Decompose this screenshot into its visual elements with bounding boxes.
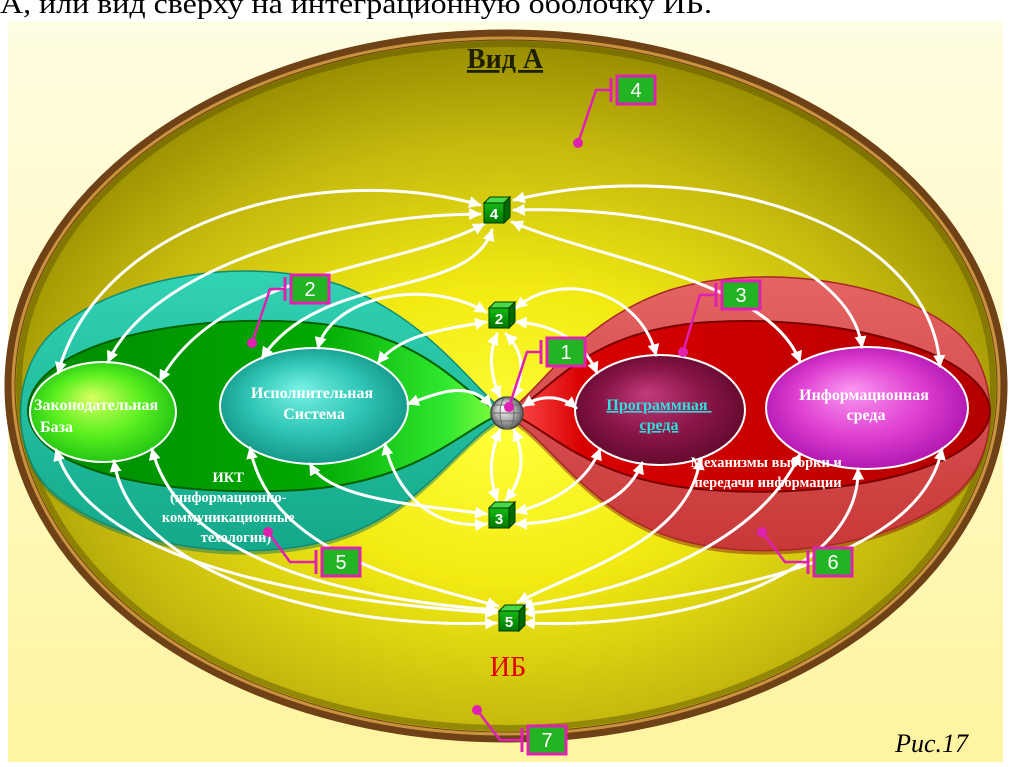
arrow-center-cube2-left xyxy=(487,332,502,399)
executive-system-label: Исполнительная Система xyxy=(251,385,377,423)
callout-number: 3 xyxy=(735,285,746,307)
arrow-cube4-executive xyxy=(260,228,495,360)
arrow-center-executive xyxy=(406,389,493,408)
ikt-line1: ИКТ xyxy=(212,470,244,486)
callout-box xyxy=(812,546,854,578)
ikt-line3: коммуникационные xyxy=(162,510,295,526)
ikt-label: ИКТ (информационно- коммуникационные тех… xyxy=(162,470,298,546)
outer-ring xyxy=(4,29,1008,743)
dot-left-lobe xyxy=(263,527,273,537)
ikt-line2: (информационно- xyxy=(170,490,287,506)
diagram-title: Вид А xyxy=(467,44,544,75)
arrow-cube5-program xyxy=(516,457,705,604)
callout-number: 4 xyxy=(630,80,641,102)
cube-bottom-number: 5 xyxy=(505,614,513,631)
callout-box xyxy=(720,279,762,311)
program-environment-label: Программная среда xyxy=(606,397,711,434)
callout-left-core: 2 xyxy=(283,273,331,305)
callout-box xyxy=(526,724,568,756)
arrow-center-program xyxy=(521,395,578,410)
callout-box xyxy=(545,336,587,368)
leader-outer-shell xyxy=(576,88,611,144)
mechanisms-label: Механизмы выборки и передачи информации xyxy=(691,455,846,491)
cube-upper-number: 2 xyxy=(495,311,503,328)
leader-right-core xyxy=(681,293,716,353)
callout-right-core: 3 xyxy=(714,279,762,311)
callout-outer-shell: 4 xyxy=(609,74,657,106)
dot-right-core xyxy=(678,347,688,357)
callout-box xyxy=(615,74,657,106)
cube-lower-number: 3 xyxy=(495,511,503,528)
connection-arrows xyxy=(53,184,946,630)
callout-center: 1 xyxy=(539,336,587,368)
arrow-center-cube2-right xyxy=(504,332,524,399)
executive-system-line2: Система xyxy=(283,406,345,423)
callout-number: 6 xyxy=(827,552,838,574)
executive-system-line1: Исполнительная xyxy=(251,385,374,402)
information-environment-line1: Информационная xyxy=(799,387,929,404)
leader-center xyxy=(507,350,541,408)
cube-top: 4 xyxy=(482,195,512,225)
leader-left-lobe xyxy=(266,531,316,564)
leader-right-lobe xyxy=(761,531,808,564)
callout-ring: 7 xyxy=(520,724,568,756)
leader-left-core xyxy=(250,287,285,344)
figure-label: Рис.17 xyxy=(894,729,969,758)
callout-box xyxy=(320,546,362,578)
dot-outer-shell xyxy=(573,138,583,148)
callout-right-lobe: 6 xyxy=(806,546,854,578)
callout-number: 7 xyxy=(541,730,552,752)
cube-upper: 2 xyxy=(487,300,517,330)
legislative-base-line1: Законодательная xyxy=(34,397,159,414)
dot-right-lobe xyxy=(757,527,767,537)
arrow-cube2-executive-right xyxy=(376,317,488,365)
callout-number: 1 xyxy=(560,342,571,364)
mechanisms-line1: Механизмы выборки и xyxy=(691,455,842,471)
dot-left-core xyxy=(247,338,257,348)
legislative-base-label: Законодательная База xyxy=(34,397,162,436)
mechanisms-line2: передачи информации xyxy=(694,475,841,491)
program-environment-line1: Программная xyxy=(606,397,708,414)
shell-inner-shadow xyxy=(16,41,996,731)
callout-left-lobe: 5 xyxy=(314,546,362,578)
outer-ring-highlight xyxy=(11,36,1001,736)
callout-number: 2 xyxy=(304,279,315,301)
ib-label: ИБ xyxy=(490,652,526,683)
callout-number: 5 xyxy=(335,552,346,574)
information-environment-line2: среда xyxy=(847,407,886,424)
arrow-cube2-executive-top xyxy=(314,292,488,350)
legislative-base-line2: База xyxy=(40,419,73,436)
dot-ring xyxy=(472,705,482,715)
top-caption: А, или вид сверху на интеграционную обол… xyxy=(0,0,712,20)
ikt-line4: техологии) xyxy=(201,530,272,546)
dot-center xyxy=(504,402,514,412)
arrow-cube2-program-top xyxy=(514,287,660,357)
cube-top-number: 4 xyxy=(490,206,499,223)
information-environment-label: Информационная среда xyxy=(799,387,933,424)
program-environment-line2: среда xyxy=(640,417,679,434)
cube-bottom: 5 xyxy=(497,603,527,633)
leader-ring xyxy=(476,709,522,742)
center-sphere xyxy=(490,396,524,430)
callout-box xyxy=(289,273,331,305)
arrow-cube4-information-left xyxy=(510,220,802,364)
cube-lower: 3 xyxy=(487,500,517,530)
callout-leaders xyxy=(247,88,808,742)
